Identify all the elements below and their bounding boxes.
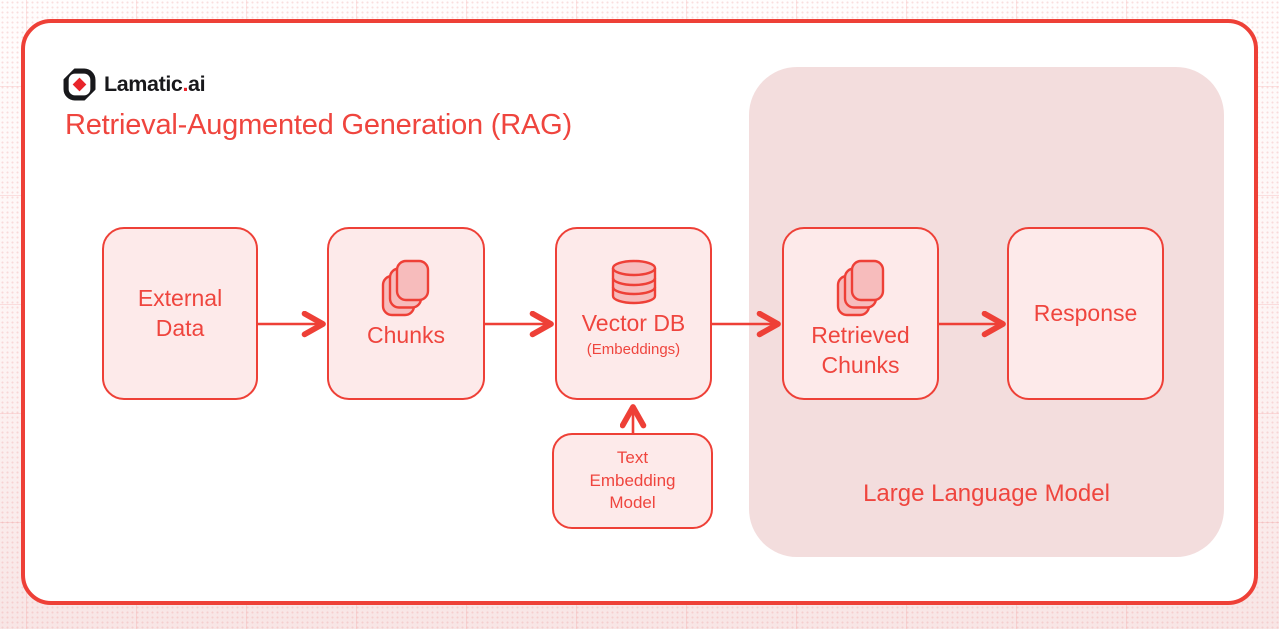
node-retrieved-chunks: Retrieved Chunks	[782, 227, 939, 400]
node-label: Retrieved Chunks	[811, 322, 910, 378]
llm-group-label: Large Language Model	[863, 480, 1110, 507]
node-label: Chunks	[367, 322, 445, 348]
brand-name: Lamatic.ai	[104, 72, 206, 97]
database-icon	[610, 259, 658, 305]
node-text-embedding-model: Text Embedding Model	[552, 433, 713, 529]
node-chunks: Chunks	[327, 227, 485, 400]
node-label: Text Embedding Model	[589, 448, 676, 513]
page-title: Retrieval-Augmented Generation (RAG)	[65, 109, 572, 141]
node-label: Response	[1033, 299, 1138, 326]
stacked-cards-icon	[381, 259, 431, 317]
lamatic-logo-icon	[63, 68, 96, 101]
brand-logo: Lamatic.ai	[63, 68, 206, 101]
node-label: External Data	[137, 284, 223, 341]
brand-name-suffix: ai	[188, 72, 206, 96]
node-response: Response	[1007, 227, 1164, 400]
node-external-data: External Data	[102, 227, 258, 400]
node-label: Vector DB	[581, 310, 686, 336]
brand-name-main: Lamatic	[104, 72, 183, 96]
brand-dot: .	[182, 72, 189, 96]
diagram-card: Lamatic.ai Retrieval-Augmented Generatio…	[21, 19, 1258, 605]
stacked-cards-icon	[836, 259, 886, 317]
node-vector-db: Vector DB (Embeddings)	[555, 227, 712, 400]
node-sublabel: (Embeddings)	[586, 340, 681, 358]
